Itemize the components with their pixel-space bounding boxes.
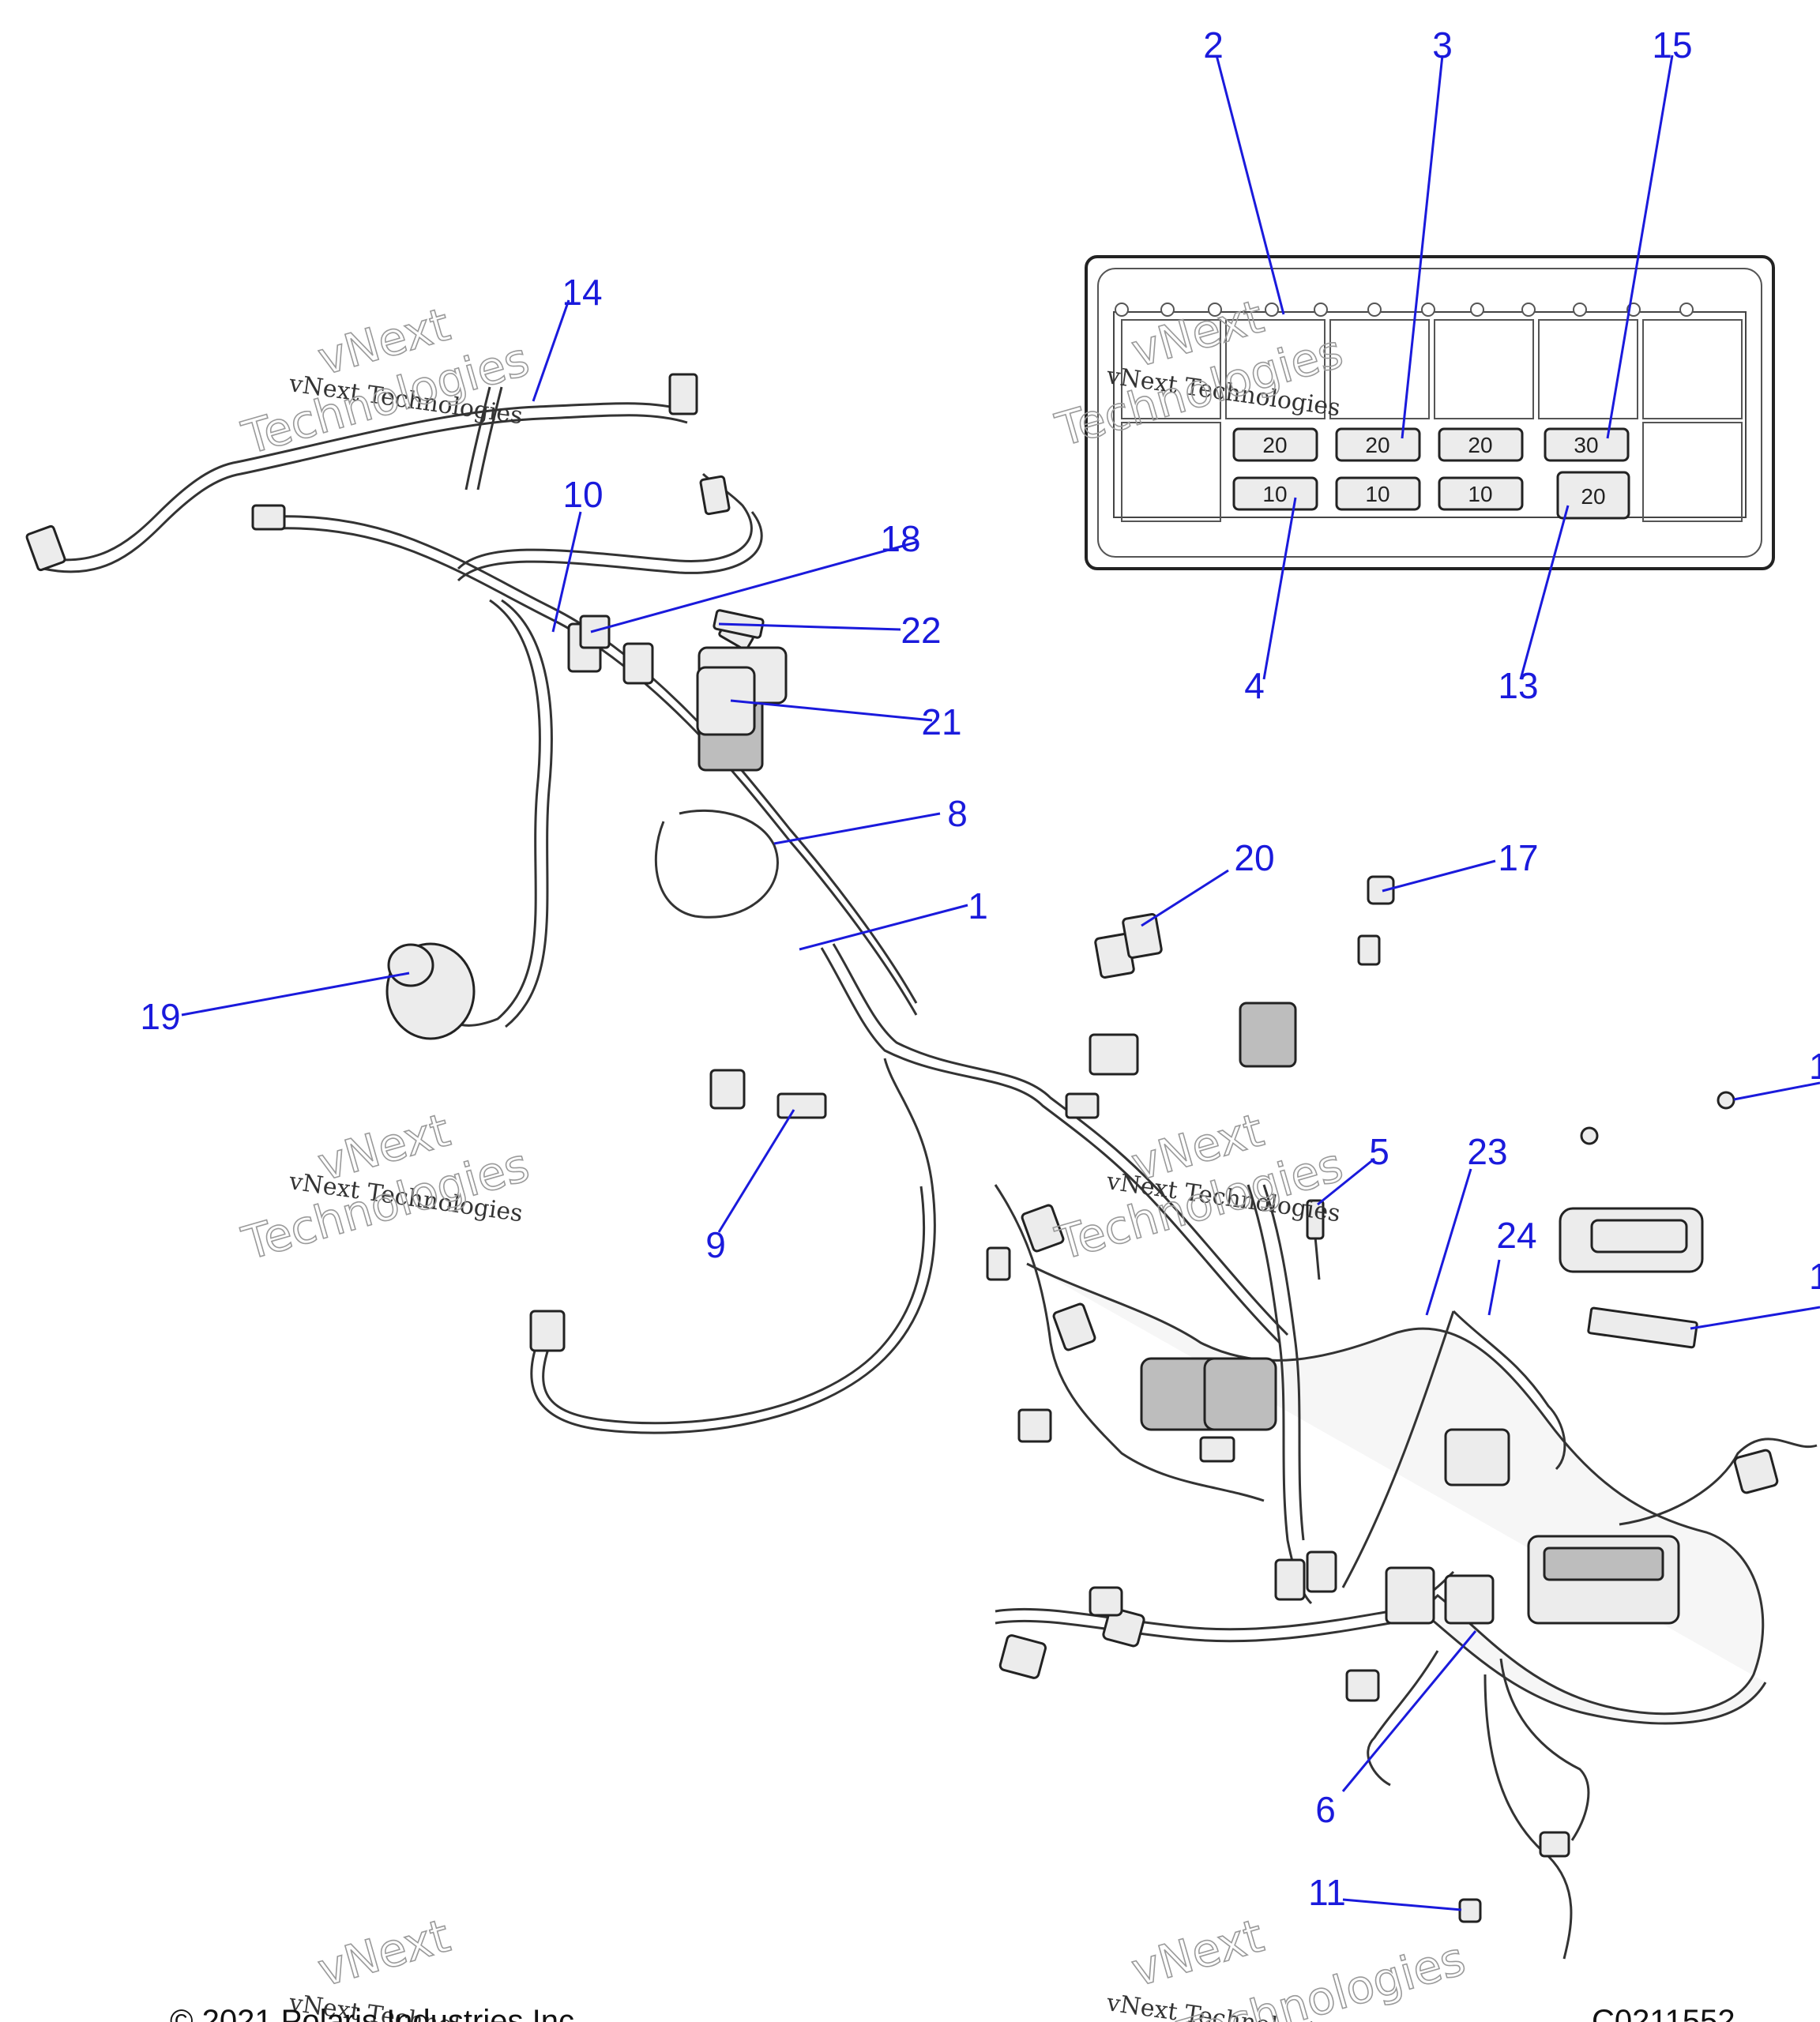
copyright-text: © 2021 Polaris Industries Inc.: [170, 2004, 583, 2022]
watermark-big: vNext: [312, 1908, 456, 1997]
callout-23: 23: [1467, 1131, 1507, 1172]
figure-code: C0211552: [1592, 2004, 1735, 2022]
fuse-label: 10: [1468, 482, 1492, 506]
callout-10: 10: [562, 474, 603, 515]
callout-16: 16: [1809, 1046, 1820, 1087]
callout-5: 5: [1369, 1131, 1389, 1172]
callout-4: 4: [1244, 665, 1265, 706]
fuse-label: 20: [1365, 433, 1389, 457]
callout-6: 6: [1315, 1789, 1336, 1830]
callout-13: 13: [1498, 665, 1538, 706]
leader-lines: [181, 54, 1820, 1911]
callout-20: 20: [1234, 837, 1274, 878]
callout-2: 2: [1203, 24, 1224, 66]
callout-9: 9: [705, 1224, 726, 1265]
fuse-label: 10: [1262, 482, 1287, 506]
callout-1: 1: [968, 885, 988, 926]
callout-11: 11: [1308, 1872, 1346, 1913]
callout-numbers: 1 2 3 4 5 6 8 9 10 11 13 14 15 17 18 19 …: [140, 24, 1820, 1913]
callout-17: 17: [1498, 837, 1538, 878]
watermark-big: vNext: [1126, 1908, 1269, 1997]
wiring-harness-drawing: [25, 373, 1818, 1960]
callout-12: 12: [1809, 1256, 1820, 1297]
callout-21: 21: [921, 701, 961, 742]
callout-15: 15: [1652, 24, 1692, 66]
callout-3: 3: [1432, 24, 1453, 66]
callout-8: 8: [947, 793, 968, 834]
fuse-label: 10: [1365, 482, 1389, 506]
fuse-label: 20: [1262, 433, 1287, 457]
callout-22: 22: [901, 610, 941, 651]
fuse-label: 30: [1574, 433, 1598, 457]
fuse-box-inset: 20 20 20 30 10 10 10 20: [1085, 255, 1775, 570]
callout-14: 14: [562, 272, 602, 313]
fuse-label: 20: [1468, 433, 1492, 457]
callout-19: 19: [140, 996, 180, 1037]
callout-18: 18: [880, 518, 920, 559]
fuse-label: 20: [1581, 484, 1605, 509]
callout-24: 24: [1496, 1215, 1536, 1256]
